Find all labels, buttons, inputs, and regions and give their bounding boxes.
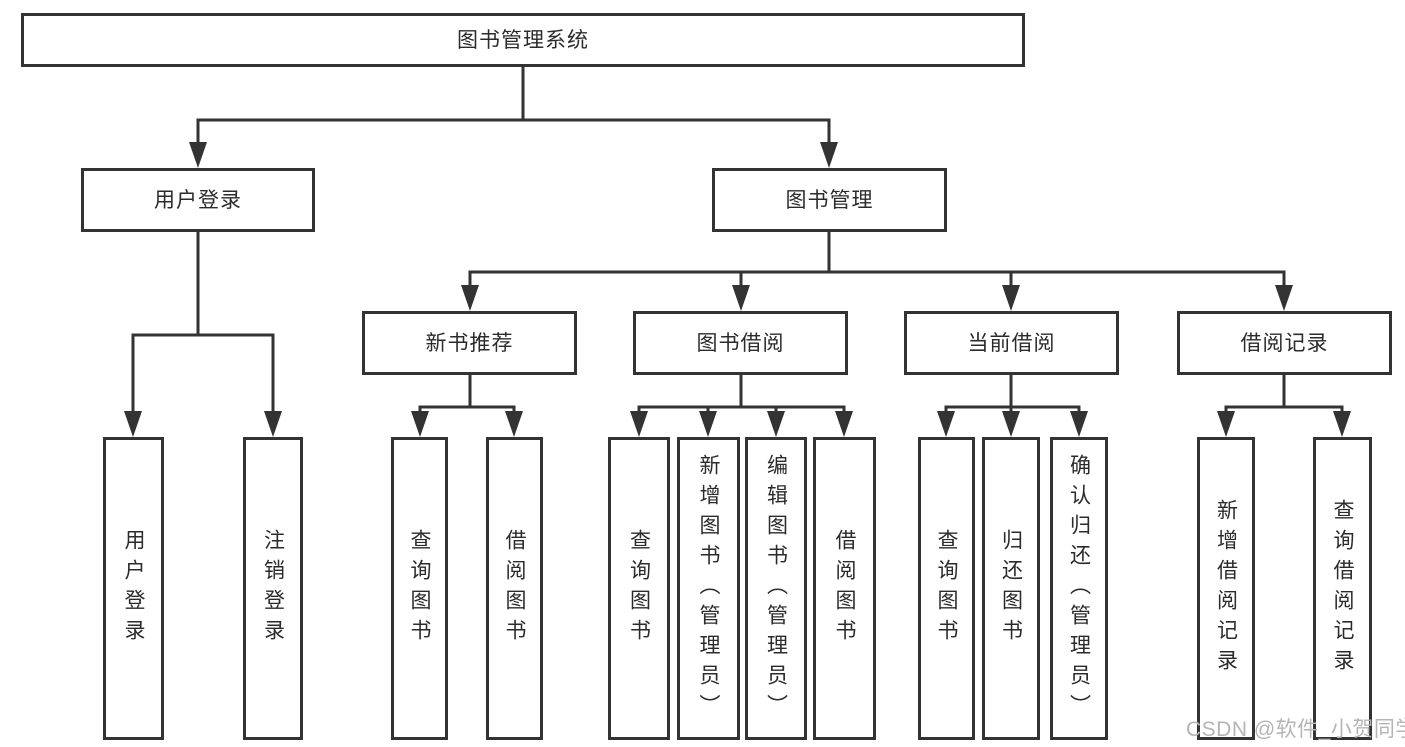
arrowhead — [189, 142, 207, 168]
arrowhead — [264, 411, 282, 437]
leaf-cb-return-books-label: 归还图书 — [999, 528, 1023, 649]
arrowhead — [461, 285, 479, 311]
node-book-management-label: 图书管理 — [785, 188, 874, 212]
leaf-br-query-record-label: 查询借阅记录 — [1331, 498, 1354, 679]
leaf-nb-borrow-books: 借阅图书 — [486, 437, 543, 740]
leaf-bb-add-books-admin: 新增图书（管理员） — [677, 437, 740, 740]
arrowhead — [835, 411, 853, 437]
leaf-br-add-record-label: 新增借阅记录 — [1214, 498, 1238, 679]
node-user-login: 用户登录 — [81, 168, 315, 232]
node-user-login-label: 用户登录 — [154, 188, 242, 212]
arrowhead — [767, 411, 785, 437]
node-current-borrow: 当前借阅 — [904, 311, 1119, 375]
node-new-book-recommend: 新书推荐 — [362, 311, 577, 375]
arrowhead — [1002, 411, 1020, 437]
leaf-bb-borrow-books-label: 借阅图书 — [833, 528, 856, 649]
leaf-user-login: 用户登录 — [103, 437, 164, 740]
leaf-cb-confirm-return-admin-label: 确认归还（管理员） — [1067, 453, 1091, 724]
arrowhead — [820, 142, 838, 168]
arrowhead — [1333, 411, 1351, 437]
arrowhead — [1217, 411, 1235, 437]
arrowhead — [699, 411, 717, 437]
node-book-management: 图书管理 — [712, 168, 947, 232]
leaf-logout-login-label: 注销登录 — [261, 528, 285, 649]
leaf-cb-query-books-label: 查询图书 — [935, 528, 958, 649]
arrowhead — [937, 411, 955, 437]
leaf-bb-query-books-label: 查询图书 — [627, 528, 651, 649]
arrowhead — [630, 411, 648, 437]
leaf-bb-borrow-books: 借阅图书 — [813, 437, 876, 740]
node-borrow-records-label: 借阅记录 — [1240, 331, 1329, 355]
leaf-bb-edit-books-admin-label: 编辑图书（管理员） — [764, 453, 788, 724]
watermark: CSDN @软件_小贺同学 — [1186, 718, 1405, 741]
leaf-bb-edit-books-admin: 编辑图书（管理员） — [745, 437, 807, 740]
leaf-br-query-record: 查询借阅记录 — [1313, 437, 1372, 740]
leaf-cb-confirm-return-admin: 确认归还（管理员） — [1050, 437, 1108, 740]
arrowhead — [1002, 285, 1020, 311]
arrowhead — [124, 411, 142, 437]
leaf-cb-return-books: 归还图书 — [982, 437, 1040, 740]
leaf-logout-login: 注销登录 — [243, 437, 303, 740]
node-borrow-records: 借阅记录 — [1177, 311, 1392, 375]
node-current-borrow-label: 当前借阅 — [967, 331, 1056, 355]
arrowhead — [1070, 411, 1088, 437]
leaf-nb-query-books-label: 查询图书 — [408, 528, 431, 649]
node-root-label: 图书管理系统 — [457, 28, 589, 52]
leaf-nb-query-books: 查询图书 — [391, 437, 448, 740]
arrowhead — [1275, 285, 1293, 311]
node-new-book-recommend-label: 新书推荐 — [425, 331, 514, 355]
node-root: 图书管理系统 — [21, 13, 1025, 67]
leaf-user-login-label: 用户登录 — [122, 528, 145, 649]
leaf-bb-query-books: 查询图书 — [608, 437, 670, 740]
arrowhead — [732, 285, 750, 311]
leaf-nb-borrow-books-label: 借阅图书 — [503, 528, 526, 649]
node-book-borrow-label: 图书借阅 — [696, 331, 785, 355]
leaf-bb-add-books-admin-label: 新增图书（管理员） — [697, 453, 720, 724]
node-book-borrow: 图书借阅 — [633, 311, 848, 375]
arrowhead — [411, 411, 429, 437]
leaf-cb-query-books: 查询图书 — [918, 437, 975, 740]
leaf-br-add-record: 新增借阅记录 — [1197, 437, 1255, 740]
arrowhead — [505, 411, 523, 437]
